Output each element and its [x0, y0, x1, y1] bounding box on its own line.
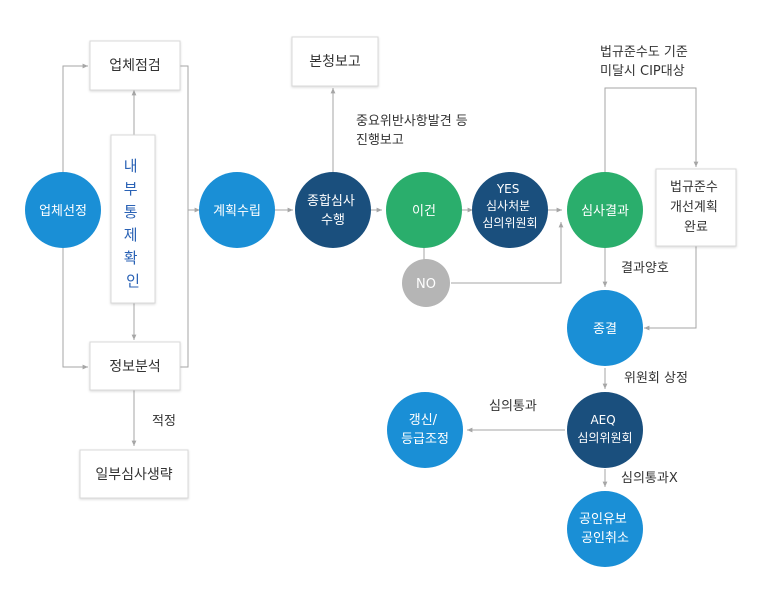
node-yes-committee: YES 심사처분 심의위원회	[472, 172, 548, 248]
aeo-committee-label: AEQ 심의위원회	[577, 413, 632, 445]
node-renewal: 갱신/ 등급조정	[387, 392, 463, 468]
box-info-analysis: 정보분석	[89, 341, 181, 391]
edge-no-to-result	[451, 222, 564, 284]
edge-selection-to-inspection	[62, 63, 88, 175]
label-good-result: 결과양호	[621, 261, 669, 276]
node-closure: 종결	[567, 290, 643, 366]
review-result-label: 심사결과	[581, 204, 629, 219]
improvement-plan-label: 법규준수 개선계획 완료	[670, 180, 722, 235]
edge-result-to-improvement	[604, 87, 699, 172]
label-appropriate: 적정	[152, 414, 176, 429]
box-partial-skip: 일부심사생략	[79, 449, 189, 499]
edge-improvement-to-closure	[644, 246, 697, 331]
label-violation-report: 중요위반사항발견 등 진행보고	[356, 114, 472, 148]
node-public-notice: 공인유보 공인취소	[567, 491, 643, 567]
node-no: NO	[402, 259, 450, 307]
edge-bracket	[180, 65, 189, 368]
node-comprehensive-review: 종합심사 수행	[295, 172, 371, 248]
box-improvement-plan: 법규준수 개선계획 완료	[655, 168, 737, 247]
edges	[62, 63, 699, 487]
comprehensive-review-label: 종합심사 수행	[307, 194, 359, 228]
edge-selection-to-analysis	[62, 246, 88, 370]
no-label: NO	[416, 277, 436, 292]
plan-label: 계획수립	[213, 204, 261, 219]
public-notice-label: 공인유보 공인취소	[579, 512, 631, 546]
node-plan: 계획수립	[199, 172, 275, 248]
box-internal-control-check: 내 부 통 제 확 인	[110, 134, 156, 304]
box-company-inspection: 업체점검	[89, 40, 181, 91]
company-selection-label: 업체선정	[39, 204, 87, 219]
box-hq-report: 본청보고	[291, 36, 379, 87]
objection-label: 이건	[412, 204, 436, 219]
label-committee-referral: 위원회 상정	[624, 371, 688, 386]
hq-report-label: 본청보고	[309, 54, 361, 70]
info-analysis-label: 정보분석	[109, 359, 161, 375]
closure-label: 종결	[593, 322, 617, 337]
label-review-pass: 심의통과	[489, 399, 537, 414]
label-review-pass-x: 심의통과X	[621, 471, 678, 486]
node-review-result: 심사결과	[567, 172, 643, 248]
partial-skip-label: 일부심사생략	[95, 467, 172, 483]
node-aeo-committee: AEQ 심의위원회	[567, 392, 643, 468]
node-company-selection: 업체선정	[25, 172, 101, 248]
internal-control-check-label: 내 부 통 제 확 인	[124, 157, 143, 290]
node-objection: 이건	[386, 172, 462, 248]
yes-committee-label: YES 심사처분 심의위원회	[482, 182, 537, 230]
company-inspection-label: 업체점검	[109, 58, 161, 74]
label-cip-note: 법규준수도 기준 미달시 CIP대상	[600, 45, 692, 79]
renewal-label: 갱신/ 등급조정	[401, 413, 449, 447]
